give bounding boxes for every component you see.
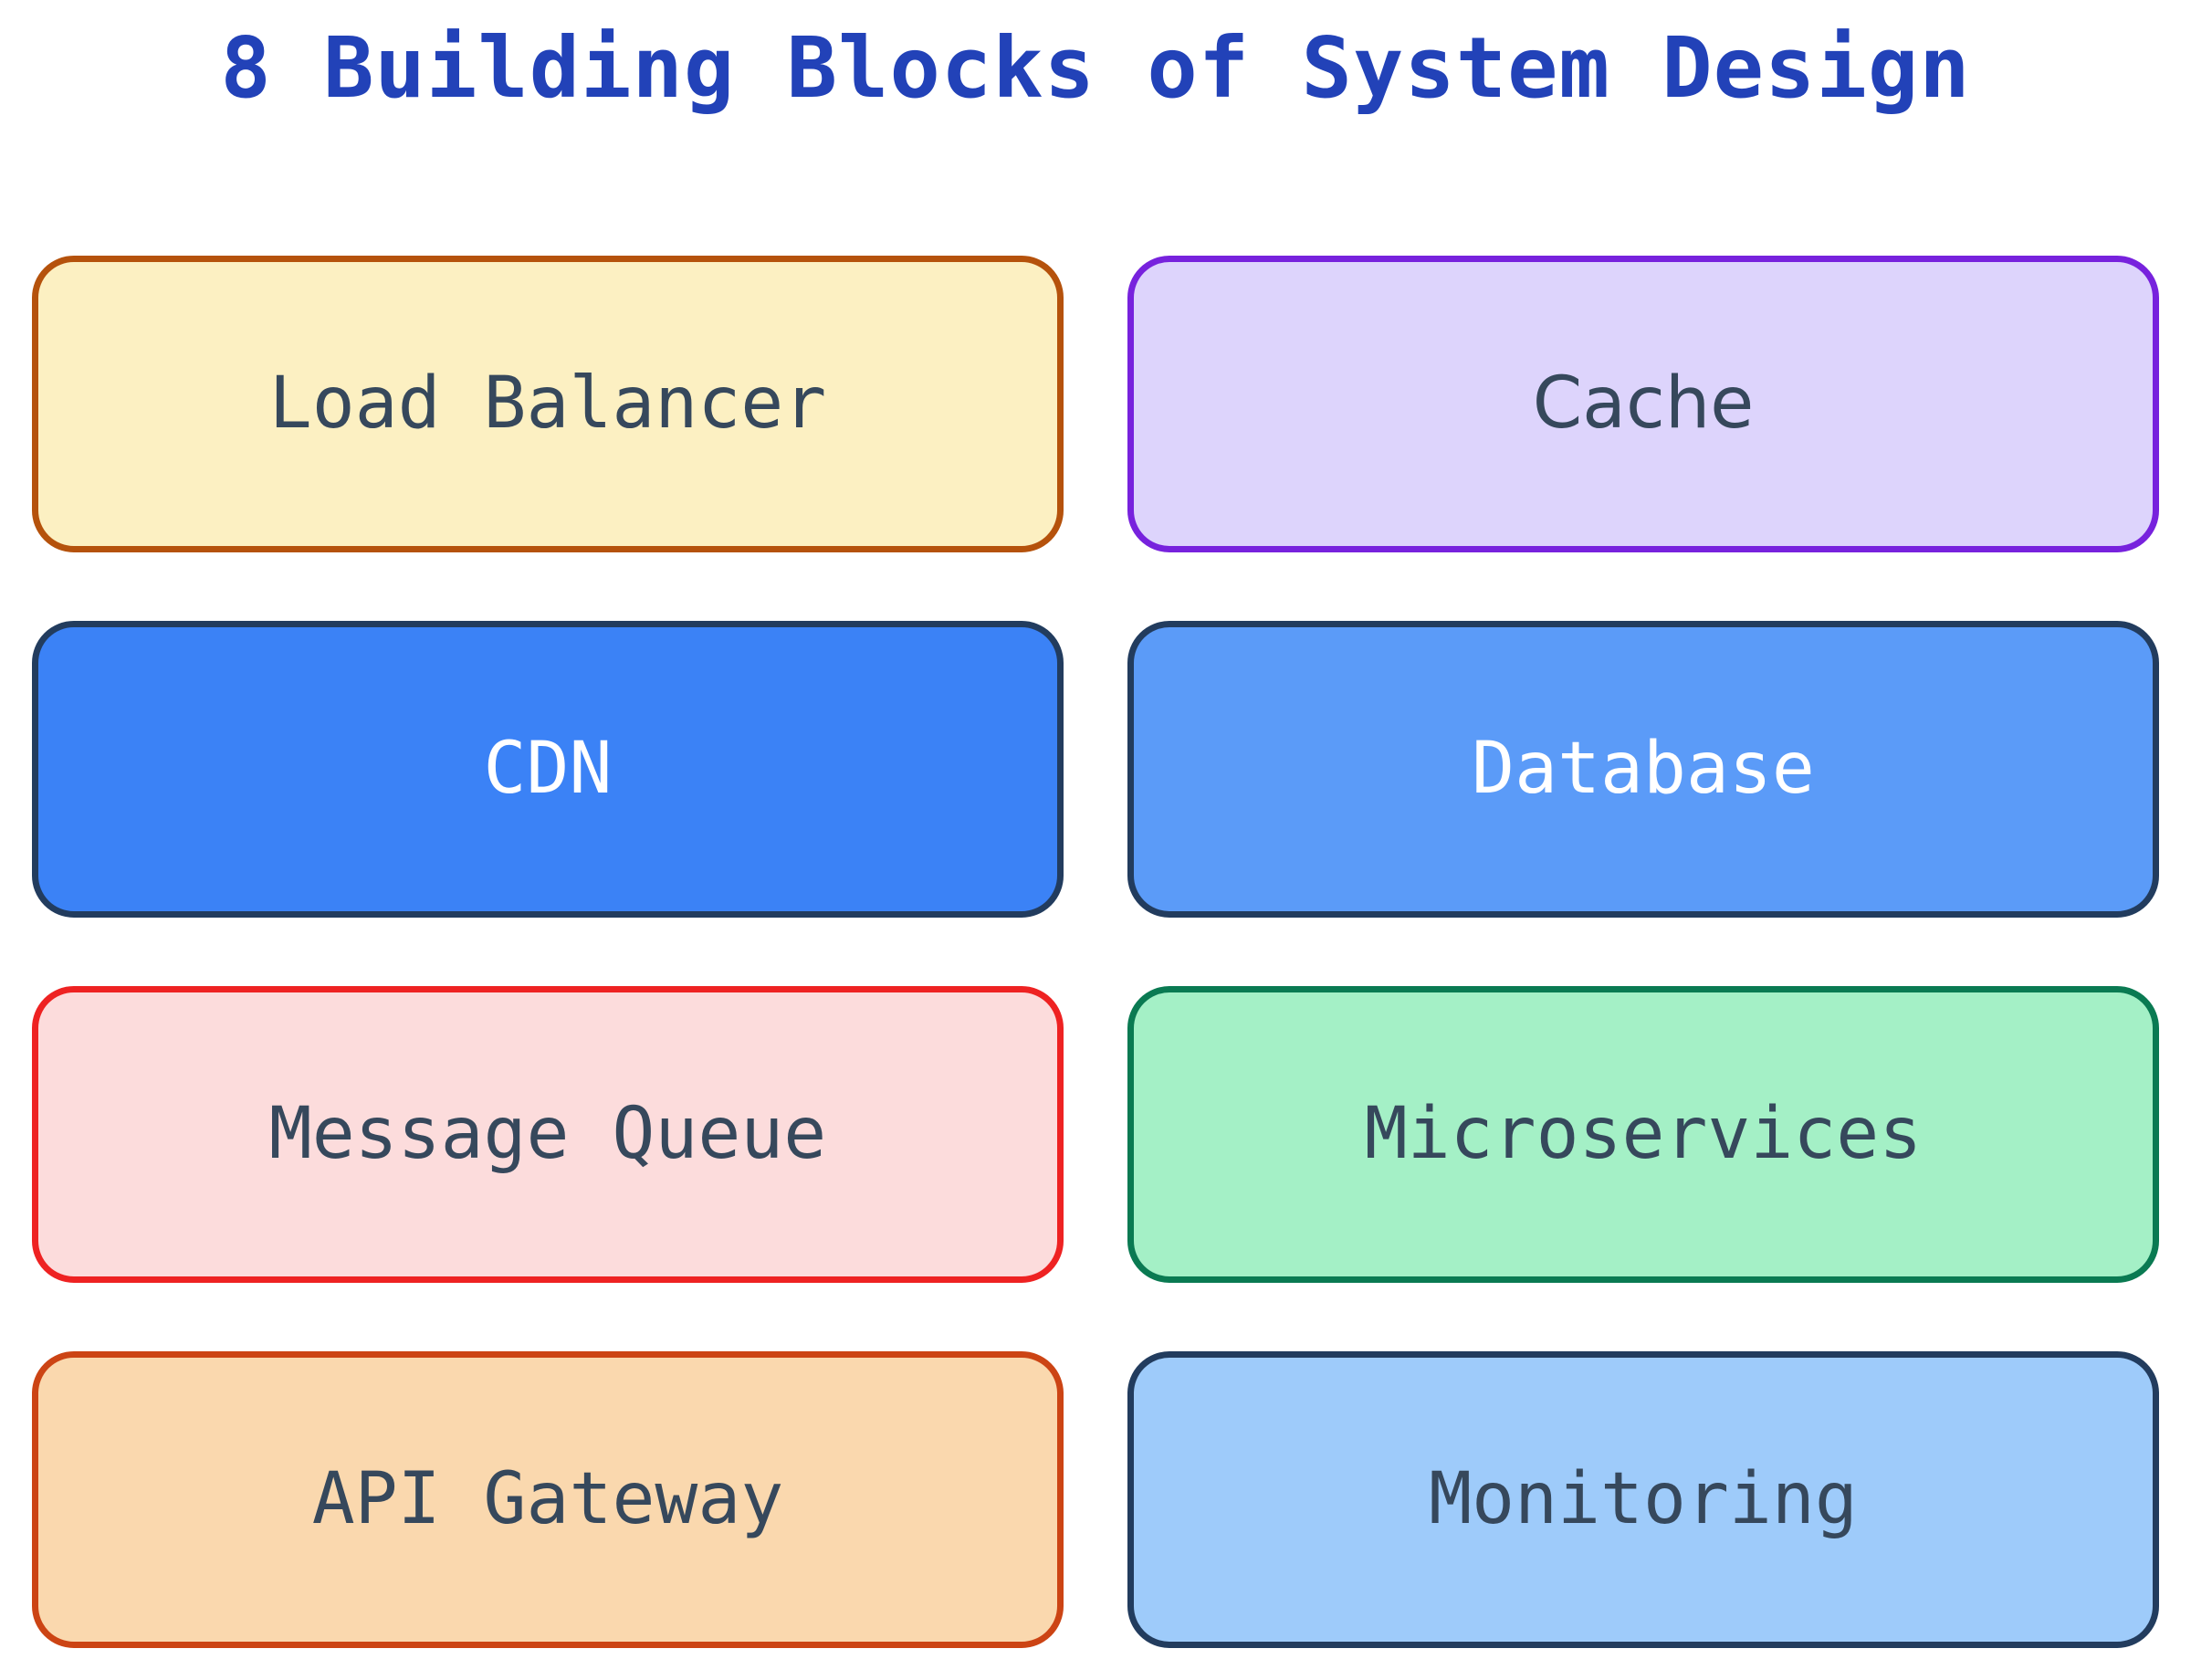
block-cache[interactable]: Cache xyxy=(1127,256,2159,552)
block-database[interactable]: Database xyxy=(1127,621,2159,918)
block-message-queue[interactable]: Message Queue xyxy=(32,986,1064,1283)
block-load-balancer[interactable]: Load Balancer xyxy=(32,256,1064,552)
block-microservices[interactable]: Microservices xyxy=(1127,986,2159,1283)
block-label-cache: Cache xyxy=(1532,362,1755,445)
block-label-cdn: CDN xyxy=(483,727,613,810)
block-cdn[interactable]: CDN xyxy=(32,621,1064,918)
block-label-monitoring: Monitoring xyxy=(1429,1457,1858,1540)
block-api-gateway[interactable]: API Gateway xyxy=(32,1351,1064,1648)
block-label-api-gateway: API Gateway xyxy=(311,1457,784,1540)
block-label-load-balancer: Load Balancer xyxy=(268,362,827,445)
block-label-database: Database xyxy=(1472,727,1815,810)
block-monitoring[interactable]: Monitoring xyxy=(1127,1351,2159,1648)
block-label-microservices: Microservices xyxy=(1364,1092,1923,1175)
page-title: 8 Building Blocks of System Design xyxy=(220,19,1971,117)
block-label-message-queue: Message Queue xyxy=(268,1092,827,1175)
